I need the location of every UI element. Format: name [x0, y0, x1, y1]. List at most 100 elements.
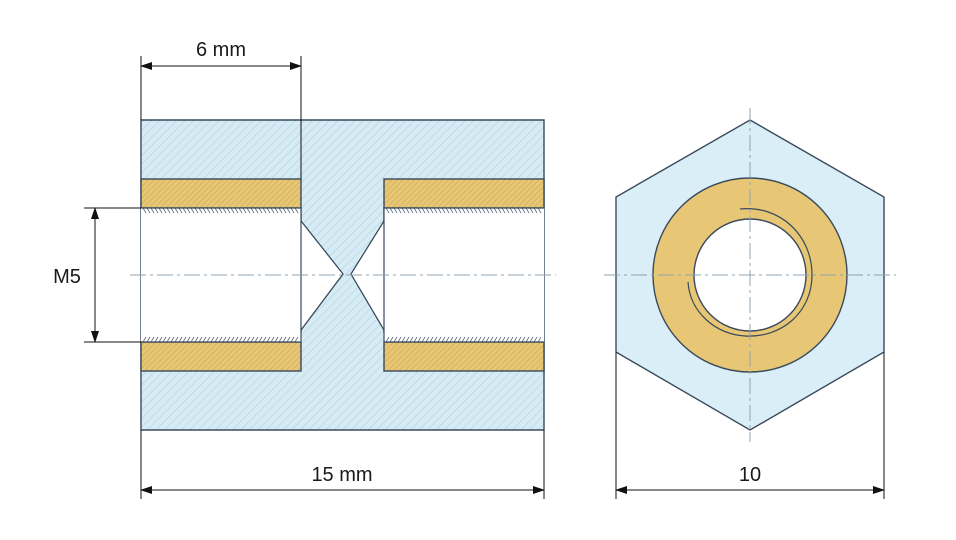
dimension-thread: M5 — [53, 207, 141, 343]
thread-tick — [529, 336, 534, 343]
thread-tick — [238, 336, 243, 343]
thread-tick — [202, 336, 207, 343]
thread-tick — [533, 336, 538, 343]
thread-tick — [150, 207, 155, 214]
thread-tick — [274, 336, 279, 343]
thread-tick — [529, 207, 534, 214]
thread-tick — [178, 336, 183, 343]
thread-tick — [222, 207, 227, 214]
thread-tick — [282, 336, 287, 343]
thread-tick — [262, 336, 267, 343]
thread-tick — [182, 336, 187, 343]
thread-tick — [214, 336, 219, 343]
thread-tick — [493, 207, 498, 214]
thread-tick — [441, 336, 446, 343]
thread-tick — [290, 207, 295, 214]
thread-tick — [186, 336, 191, 343]
thread-tick — [461, 207, 466, 214]
thread-tick — [258, 207, 263, 214]
thread-tick — [286, 207, 291, 214]
thread-tick — [198, 207, 203, 214]
thread-tick — [170, 207, 175, 214]
thread-tick — [525, 207, 530, 214]
brass-insert-bottom-left — [140, 341, 302, 372]
thread-tick — [214, 207, 219, 214]
thread-tick — [385, 207, 390, 214]
thread-tick — [505, 207, 510, 214]
thread-tick — [146, 336, 151, 343]
dimension-across-flats: 10 — [615, 352, 885, 499]
dimension-across-flats-label: 10 — [739, 464, 761, 486]
thread-tick — [525, 336, 530, 343]
thread-tick — [405, 336, 410, 343]
thread-tick — [517, 207, 522, 214]
thread-tick — [226, 336, 231, 343]
thread-tick — [274, 207, 279, 214]
thread-tick — [497, 336, 502, 343]
thread-tick — [429, 207, 434, 214]
thread-tick — [266, 336, 271, 343]
thread-tick — [286, 336, 291, 343]
thread-tick — [441, 207, 446, 214]
thread-tick — [481, 207, 486, 214]
thread-tick — [262, 207, 267, 214]
thread-tick — [413, 207, 418, 214]
thread-tick — [258, 336, 263, 343]
thread-tick — [485, 207, 490, 214]
thread-tick — [461, 336, 466, 343]
thread-tick — [445, 336, 450, 343]
thread-tick — [473, 336, 478, 343]
thread-tick — [218, 207, 223, 214]
thread-tick — [190, 207, 195, 214]
thread-tick — [278, 336, 283, 343]
thread-tick — [517, 336, 522, 343]
thread-tick — [174, 336, 179, 343]
thread-tick — [294, 207, 299, 214]
thread-tick — [417, 207, 422, 214]
thread-tick — [294, 336, 299, 343]
dimension-length: 15 mm — [140, 430, 545, 499]
thread-tick — [465, 336, 470, 343]
thread-tick — [533, 207, 538, 214]
thread-tick — [150, 336, 155, 343]
thread-tick — [154, 336, 159, 343]
thread-tick — [453, 336, 458, 343]
thread-tick — [206, 336, 211, 343]
section-view — [130, 119, 556, 431]
thread-tick — [465, 207, 470, 214]
thread-tick — [469, 336, 474, 343]
thread-tick — [513, 207, 518, 214]
thread-tick — [389, 336, 394, 343]
thread-tick — [230, 336, 235, 343]
thread-tick — [469, 207, 474, 214]
thread-tick — [489, 207, 494, 214]
thread-tick — [489, 336, 494, 343]
thread-tick — [437, 207, 442, 214]
thread-tick — [433, 336, 438, 343]
thread-tick — [405, 207, 410, 214]
thread-tick — [417, 336, 422, 343]
brass-insert-top-left — [140, 178, 302, 209]
thread-tick — [537, 336, 542, 343]
thread-tick — [170, 336, 175, 343]
thread-tick — [429, 336, 434, 343]
thread-tick — [146, 207, 151, 214]
thread-tick — [445, 207, 450, 214]
thread-tick — [393, 336, 398, 343]
thread-tick — [501, 336, 506, 343]
thread-tick — [493, 336, 498, 343]
thread-tick — [501, 207, 506, 214]
thread-tick — [166, 207, 171, 214]
thread-tick — [397, 336, 402, 343]
thread-tick — [393, 207, 398, 214]
brass-insert-top-right — [383, 178, 545, 209]
thread-tick — [509, 336, 514, 343]
thread-tick — [158, 207, 163, 214]
thread-tick — [210, 336, 215, 343]
thread-tick — [505, 336, 510, 343]
thread-tick — [142, 207, 147, 214]
thread-tick — [242, 207, 247, 214]
thread-tick — [202, 207, 207, 214]
thread-tick — [453, 207, 458, 214]
thread-tick — [254, 207, 259, 214]
